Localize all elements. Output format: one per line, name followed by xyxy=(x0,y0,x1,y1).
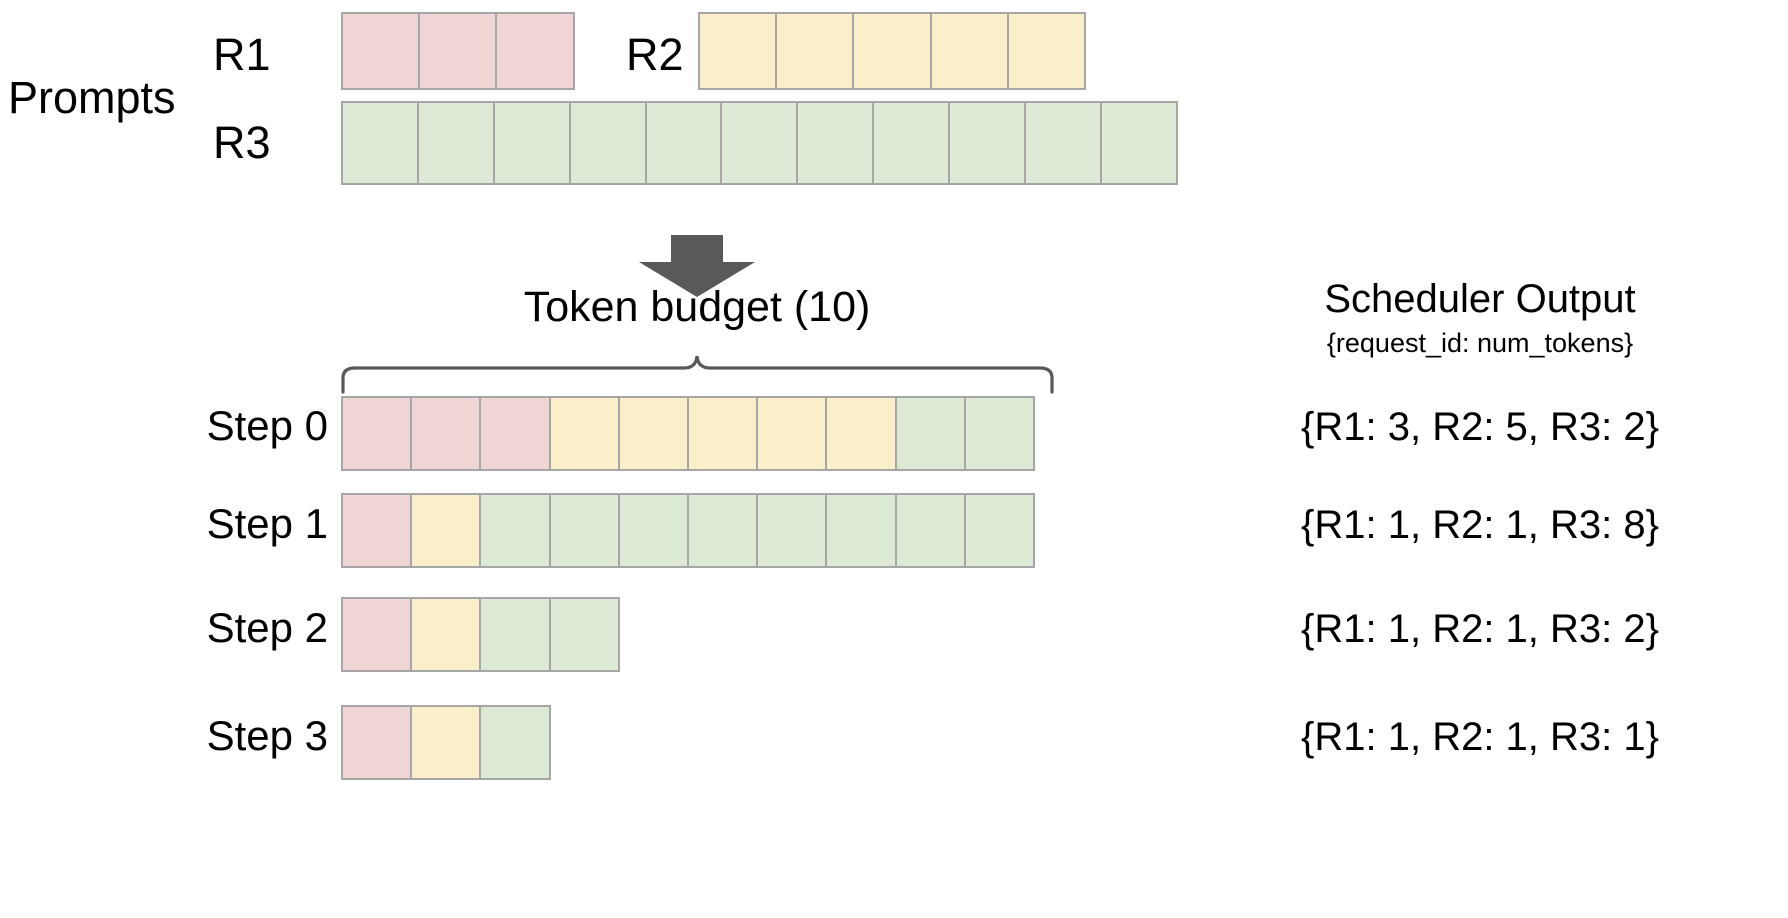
prompt-token-strip-r3 xyxy=(341,101,1178,185)
step2-r3-cell xyxy=(479,597,551,672)
step1-r3-cell xyxy=(894,493,966,568)
prompt-r3-cell xyxy=(568,101,647,185)
step0-r3-cell xyxy=(963,396,1035,471)
step0-r1-cell xyxy=(410,396,482,471)
scheduler-output-row-1: {R1: 1, R2: 1, R3: 8} xyxy=(1301,503,1659,547)
prompt-r1-cell xyxy=(495,12,575,90)
prompt-r2-cell xyxy=(1006,12,1086,90)
scheduler-output-row-0: {R1: 3, R2: 5, R3: 2} xyxy=(1301,405,1659,449)
prompt-r3-cell xyxy=(1099,101,1178,185)
prompt-r3-cell xyxy=(948,101,1027,185)
prompt-r3-cell xyxy=(341,101,419,185)
step0-r2-cell xyxy=(548,396,620,471)
prompt-r3-cell xyxy=(796,101,875,185)
prompt-r3-cell xyxy=(1024,101,1102,185)
prompt-r2-cell xyxy=(775,12,855,90)
prompt-r3-cell xyxy=(872,101,951,185)
step-label-2: Step 2 xyxy=(206,604,328,651)
step0-r2-cell xyxy=(756,396,828,471)
token-budget-label: Token budget (10) xyxy=(523,283,871,331)
step0-r3-cell xyxy=(894,396,966,471)
request-label-r1: R1 xyxy=(213,29,271,80)
prompt-token-strip-r2 xyxy=(698,12,1086,90)
step0-r2-cell xyxy=(617,396,689,471)
prompt-r2-cell xyxy=(698,12,778,90)
prompt-r3-cell xyxy=(720,101,799,185)
scheduler-output-row-2: {R1: 1, R2: 1, R3: 2} xyxy=(1301,607,1659,651)
step-label-1: Step 1 xyxy=(206,500,328,547)
step1-r3-cell xyxy=(825,493,897,568)
prompts-section-label: Prompts xyxy=(8,72,176,123)
prompt-r3-cell xyxy=(644,101,723,185)
step1-r3-cell xyxy=(548,493,620,568)
step1-r3-cell xyxy=(963,493,1035,568)
step2-r1-cell xyxy=(341,597,413,672)
step2-r3-cell xyxy=(548,597,620,672)
step0-r2-cell xyxy=(686,396,759,471)
step-label-3: Step 3 xyxy=(206,712,328,759)
scheduler-output-subtitle: {request_id: num_tokens} xyxy=(1326,328,1634,358)
step0-r1-cell xyxy=(479,396,551,471)
step3-r3-cell xyxy=(479,705,551,780)
step1-r1-cell xyxy=(341,493,413,568)
down-arrow-icon xyxy=(637,235,757,297)
step1-r3-cell xyxy=(617,493,689,568)
request-label-r2: R2 xyxy=(626,29,684,80)
step0-r2-cell xyxy=(825,396,897,471)
request-label-r3: R3 xyxy=(213,117,271,168)
step3-r1-cell xyxy=(341,705,413,780)
prompt-r3-cell xyxy=(416,101,495,185)
step1-r3-cell xyxy=(686,493,759,568)
prompt-r2-cell xyxy=(929,12,1009,90)
step-token-strip-0 xyxy=(341,396,1035,471)
step-token-strip-2 xyxy=(341,597,620,672)
step-label-0: Step 0 xyxy=(206,402,328,449)
step1-r2-cell xyxy=(410,493,482,568)
scheduler-output-row-3: {R1: 1, R2: 1, R3: 1} xyxy=(1301,715,1659,759)
prompt-r2-cell xyxy=(852,12,932,90)
step1-r3-cell xyxy=(756,493,828,568)
prompt-r1-cell xyxy=(418,12,498,90)
prompt-token-strip-r1 xyxy=(341,12,575,90)
step0-r1-cell xyxy=(341,396,413,471)
step1-r3-cell xyxy=(479,493,551,568)
step-token-strip-3 xyxy=(341,705,551,780)
step3-r2-cell xyxy=(410,705,482,780)
curly-brace-icon xyxy=(340,352,1055,394)
scheduler-output-title: Scheduler Output xyxy=(1324,277,1636,321)
step2-r2-cell xyxy=(410,597,482,672)
prompt-r1-cell xyxy=(341,12,421,90)
step-token-strip-1 xyxy=(341,493,1035,568)
prompt-r3-cell xyxy=(492,101,571,185)
